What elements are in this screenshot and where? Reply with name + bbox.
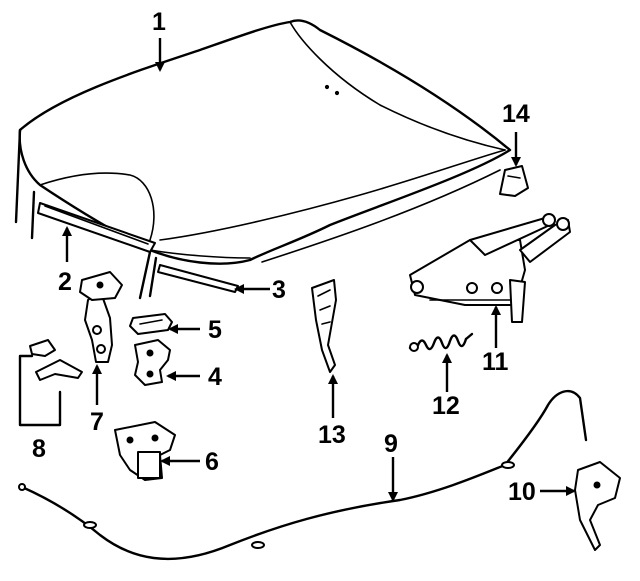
hood-lock bbox=[114, 421, 176, 481]
callout-1: 1 bbox=[152, 8, 166, 36]
hood-seal-strip bbox=[37, 202, 156, 253]
latch-plate bbox=[129, 313, 173, 335]
callout-4: 4 bbox=[208, 363, 222, 391]
hood-side-panel bbox=[311, 279, 337, 373]
callout-10: 10 bbox=[508, 478, 536, 506]
callout-9: 9 bbox=[384, 430, 398, 458]
hood-bracket bbox=[499, 165, 529, 197]
callout-13: 13 bbox=[318, 421, 346, 449]
callout-6: 6 bbox=[205, 448, 219, 476]
leader-lines bbox=[62, 38, 576, 502]
hood-hinge bbox=[409, 213, 571, 323]
callout-14: 14 bbox=[502, 100, 530, 128]
lower-seal-strip bbox=[157, 264, 239, 293]
hood-latch bbox=[134, 339, 171, 386]
callout-2: 2 bbox=[58, 268, 72, 296]
callout-3: 3 bbox=[272, 276, 286, 304]
hood-panel bbox=[14, 19, 512, 300]
callout-8: 8 bbox=[32, 435, 46, 463]
callout-11: 11 bbox=[482, 348, 509, 376]
callout-12: 12 bbox=[432, 392, 460, 420]
hood-spring bbox=[408, 332, 474, 352]
callout-7: 7 bbox=[90, 408, 104, 436]
callout-numbers: 1 2 3 4 5 6 7 8 9 10 11 12 13 14 bbox=[32, 8, 536, 506]
release-cable bbox=[18, 389, 588, 561]
release-handle bbox=[79, 271, 123, 363]
release-lever bbox=[574, 461, 621, 551]
callout-5: 5 bbox=[208, 316, 222, 344]
safety-catch bbox=[18, 339, 83, 427]
